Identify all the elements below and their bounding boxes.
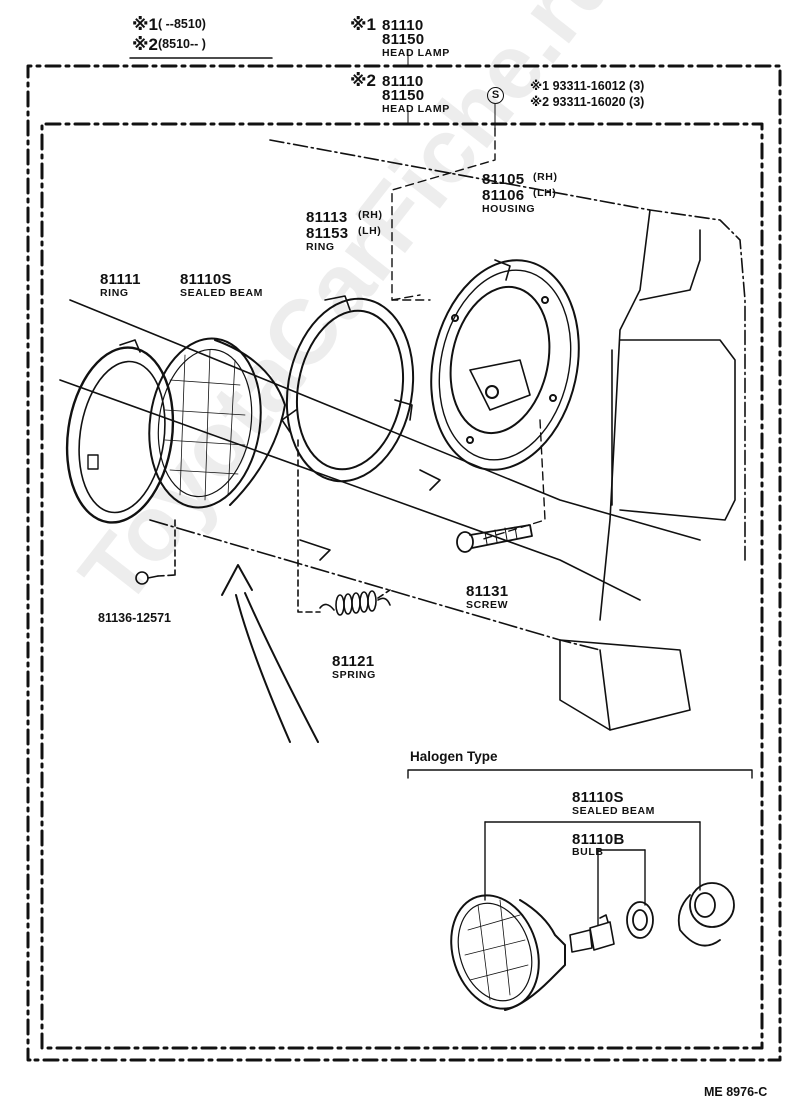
halogen-bulb-number: 81110B [572,831,625,848]
small-screw-illustration [135,519,176,585]
assembly-2-part-a: 81110 [382,73,424,90]
housing-lh-number: 81106 [482,187,525,204]
assembly-2-name: HEAD LAMP [382,103,450,115]
screw-number: 81131 [466,583,509,600]
halogen-beam-illustration [450,894,566,1011]
housing-rh-tag: (RH) [533,171,558,183]
ring-mount-lh-tag: (LH) [358,225,382,237]
car-body-lines [59,139,746,731]
note-mark1: ※1 [132,15,158,34]
sealed-beam-illustration [148,337,286,509]
halogen-title: Halogen Type [410,749,498,764]
note-mark2: ※2 [132,35,158,54]
assembly-2-part-b: 81150 [382,87,425,104]
sealed-beam-number: 81110S [180,271,232,288]
assembly-1-name: HEAD LAMP [382,47,450,59]
halogen-socket-illustration [677,882,735,947]
note-mark2-range: (8510-- ) [158,37,206,51]
spring-name: SPRING [332,669,376,681]
outer-frame [26,64,782,1062]
ring-mount-lh-number: 81153 [306,225,349,242]
housing-rh-number: 81105 [482,171,525,188]
screw-name: SCREW [466,599,509,611]
inner-frame [40,122,764,1050]
housing-name: HOUSING [482,203,536,215]
ring-mount-rh-tag: (RH) [358,209,383,221]
outer-ring-number: 81111 [100,271,141,288]
sealed-beam-name: SEALED BEAM [180,287,264,299]
ring-mount-illustration [281,295,415,483]
halogen-box [407,769,753,926]
halogen-beam-name: SEALED BEAM [572,805,656,817]
housing-illustration [430,259,580,471]
outer-ring-name: RING [100,287,129,299]
screw-symbol: S [487,87,504,104]
screw-note-1: ※1 93311-16012 (3) [530,79,645,93]
direction-arrow [221,564,319,743]
assembly-1-part-b: 81150 [382,31,425,48]
outer-ring-illustration [65,339,175,524]
ring-mount-rh-number: 81113 [306,209,348,226]
halogen-beam-number: 81110S [572,789,624,806]
spring-number: 81121 [332,653,375,670]
note-mark1-range: ( --8510) [158,17,206,31]
footer-code: ME 8976-C [704,1085,768,1099]
housing-lh-tag: (LH) [533,187,557,199]
halogen-ring-illustration [626,901,654,939]
halogen-bulb-name: BULB [572,846,604,858]
assembly-1-part-a: 81110 [382,17,424,34]
spring-illustration [297,439,391,616]
halogen-bulb-illustration [569,914,615,953]
ring-mount-name: RING [306,241,335,253]
assembly-1-mark: ※1 [350,15,376,34]
housing-dash-lines [391,127,546,541]
long-screw-illustration [456,524,533,553]
assembly-2-mark: ※2 [350,71,376,90]
screw-note-2: ※2 93311-16020 (3) [530,95,645,109]
small-screw-number: 81136-12571 [98,611,171,625]
